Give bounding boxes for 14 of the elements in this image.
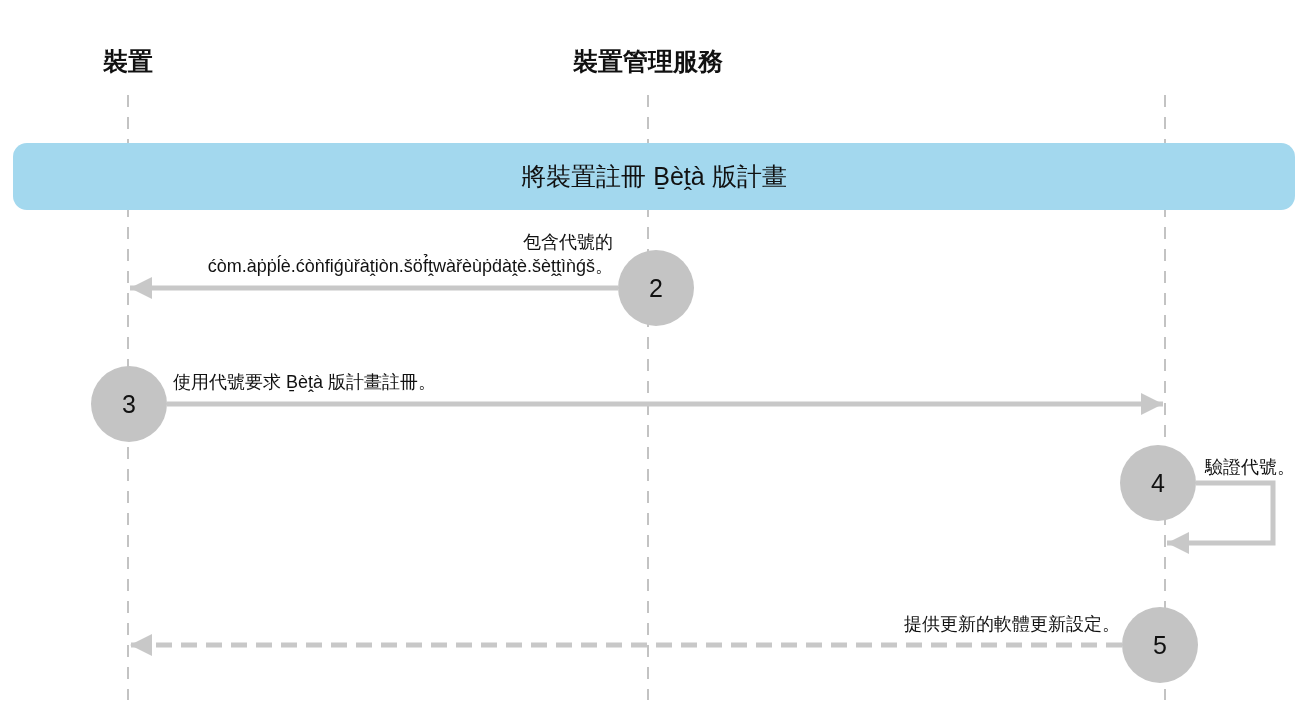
phase-banner: 將裝置註冊 Ḇèṱà 版計畫 bbox=[13, 143, 1295, 210]
arrow bbox=[1167, 480, 1276, 554]
edge-label: 驗證代號。 bbox=[1205, 456, 1296, 479]
step-number-circle: 4 bbox=[1120, 445, 1196, 521]
edge-label: 包含代號的ćòm.àṗṗĺè.ćòǹfiǵùřàṱiòn.šöf̉ṱwàřèùṗḋàṱè.šèṱṱìǹǵš。 bbox=[206, 231, 613, 278]
edge-label: 提供更新的軟體更新設定。 bbox=[903, 613, 1120, 636]
step-number-circle: 2 bbox=[618, 250, 694, 326]
step-number-circle: 3 bbox=[91, 366, 167, 442]
edge-label: 使用代號要求 Ḇèṱà 版計畫註冊。 bbox=[173, 371, 438, 394]
dashed-arrow bbox=[130, 634, 1122, 656]
participant-label: 裝置管理服務 bbox=[573, 46, 723, 77]
arrow bbox=[130, 277, 618, 299]
participant-label: 裝置 bbox=[103, 46, 153, 77]
step-number-circle: 5 bbox=[1122, 607, 1198, 683]
